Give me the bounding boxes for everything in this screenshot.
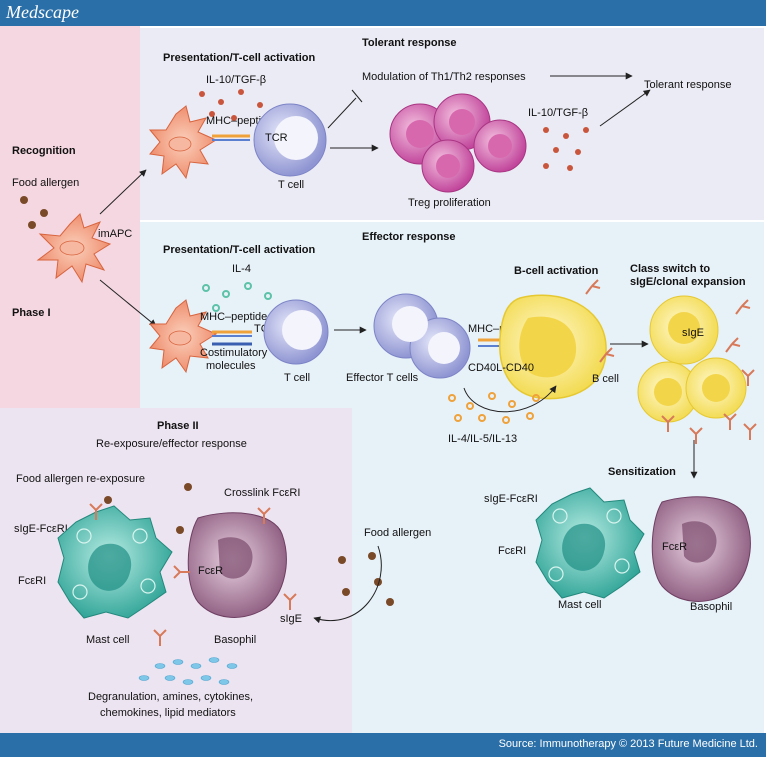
tolerant-title: Tolerant response [362,37,457,49]
mhc-peptide-label-1: MHC–peptide [206,115,273,127]
sige-antibodies [661,299,757,444]
sige-fceri-label-r: sIgE-FcεRI [484,493,538,505]
bcell-activation-label: B-cell activation [514,265,599,277]
food-allergen-label-2: Food allergen [364,527,431,539]
class-switch-label-1: Class switch to [630,263,710,275]
immune-response-diagram: Recognition Food allergen imAPC Phase I … [0,26,764,733]
degranulation-label-1: Degranulation, amines, cytokines, [88,691,253,703]
il10-cytokines-1 [199,89,263,121]
basophil-left [187,512,287,618]
bcell [499,294,607,400]
presentation-label-2: Presentation/T-cell activation [163,244,315,256]
mast-cell-right [535,487,645,599]
source-credit: Source: Immunotherapy © 2013 Future Medi… [498,738,758,750]
il4-cytokines [202,282,272,312]
treg-label: Treg proliferation [408,197,491,209]
imapc-label: imAPC [98,228,132,240]
sensitization-label: Sensitization [608,466,676,478]
mastcell-label-r: Mast cell [558,599,601,611]
phase2-label: Phase II [157,420,199,432]
il10-cytokines-2 [543,127,589,171]
cd40-label: CD40L-CD40 [468,362,534,374]
sige-crosslinks [89,503,297,646]
il4513-label: IL-4/IL-5/IL-13 [448,433,517,445]
sige-label-1: sIgE [682,327,704,339]
fcer-label-r: FcεR [662,541,687,553]
food-allergen-label: Food allergen [12,177,79,189]
tcell-label-2: T cell [284,372,310,384]
treg-cells [389,93,527,193]
crosslink-label: Crosslink FcεRI [224,487,300,499]
food-allergen-reexposure-label: Food allergen re-exposure [16,473,145,485]
basophil-right [651,496,751,602]
class-switch-label-2: sIgE/clonal expansion [630,276,746,288]
il4513-cytokines [448,392,540,424]
reexposure-effector-label: Re-exposure/effector response [96,438,247,450]
degranulation-label-2: chemokines, lipid mediators [100,707,236,719]
effector-tcells-label: Effector T cells [346,372,419,384]
il10-tgf-label-1: IL-10/TGF-β [206,74,266,86]
mast-cell-left [57,505,173,619]
presentation-label-1: Presentation/T-cell activation [163,52,315,64]
tcell-label-1: T cell [278,179,304,191]
mhc-peptide-label-2: MHC–peptide [200,311,267,323]
effector-title: Effector response [362,231,456,243]
footer-bar: Source: Immunotherapy © 2013 Future Medi… [0,733,766,757]
il4-label: IL-4 [232,263,251,275]
mastcell-label-l: Mast cell [86,634,129,646]
apc-cell-effector [148,299,218,374]
effector-tcells [373,293,471,379]
phase2-panel [0,408,352,733]
costim-label-1: Costimulatory [200,347,268,359]
imapc-cell [36,213,112,284]
il10-tgf-label-2: IL-10/TGF-β [528,107,588,119]
costim-label-2: molecules [206,360,256,372]
bcell-label: B cell [592,373,619,385]
recognition-label: Recognition [12,145,76,157]
tolerant-response-label: Tolerant response [644,79,731,91]
phase1-label: Phase I [12,307,51,319]
tcell-effector [263,299,329,365]
brand-logo: Medscape [6,2,79,22]
tcr-label-1: TCR [265,132,288,144]
fceri-label-l: FcεRI [18,575,46,587]
fcer-label-l: FcεR [198,565,223,577]
header-bar: Medscape [0,0,766,26]
sige-fceri-label-l: sIgE-FcεRI [14,523,68,535]
fceri-label-r: FcεRI [498,545,526,557]
sige-label-2: sIgE [280,613,302,625]
basophil-label-l: Basophil [214,634,256,646]
apc-cell-tolerant [148,105,218,180]
plasma-cells [637,295,747,423]
modulation-label: Modulation of Th1/Th2 responses [362,71,526,83]
degranulation-mediators [138,657,238,685]
tcell-tolerant [253,103,327,177]
basophil-label-r: Basophil [690,601,732,613]
